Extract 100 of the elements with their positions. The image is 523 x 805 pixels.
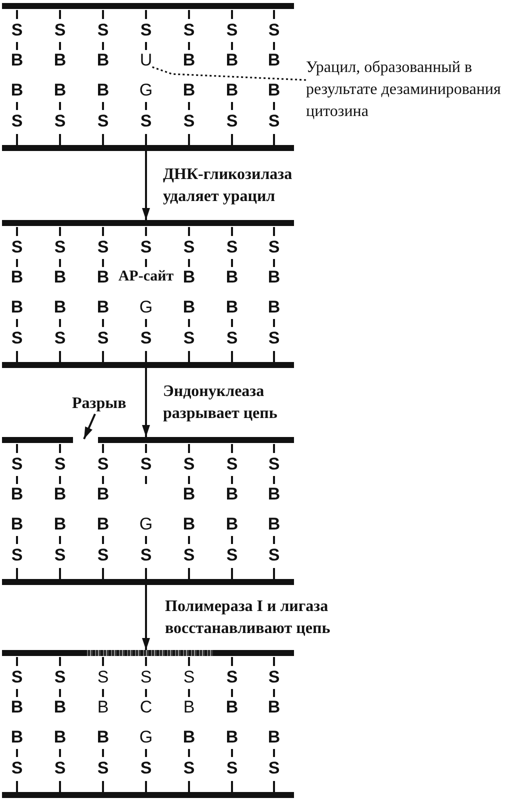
callout-text: Разрыв: [72, 394, 126, 414]
sugar-label: S: [54, 456, 66, 472]
base-label: B: [182, 268, 196, 286]
sugar-label: S: [268, 112, 280, 130]
sugar-label: S: [226, 22, 238, 38]
sugar-label: S: [54, 330, 66, 346]
sugar-label: S: [140, 330, 152, 346]
sugar-label: S: [140, 22, 152, 38]
base-label: B: [96, 82, 110, 98]
sugar-label: S: [11, 546, 23, 564]
base-label: B: [268, 698, 280, 716]
sugar-label: S: [268, 546, 280, 564]
base-label: B: [54, 268, 66, 286]
sugar-label: S: [97, 760, 109, 776]
sugar-label: S: [226, 760, 238, 776]
sugar-label: S: [140, 238, 152, 256]
sugar-label: S: [226, 112, 238, 130]
sugar-label: S: [268, 330, 280, 346]
base-label: B: [10, 82, 24, 98]
edge-label: Эндонуклеаза разрывает цепь: [163, 382, 278, 424]
sugar-label: S: [268, 456, 280, 472]
sugar-label: S: [183, 668, 195, 686]
sugar-label: S: [226, 668, 238, 686]
sugar-label: S: [11, 22, 23, 38]
base-label: B: [182, 298, 196, 316]
sugar-label: S: [226, 546, 238, 564]
base-label: B: [96, 52, 110, 68]
sugar-label: S: [11, 330, 23, 346]
sugar-label: S: [54, 668, 66, 686]
sugar-label: S: [140, 760, 152, 776]
base-label: B: [268, 486, 280, 502]
base-label: B: [10, 516, 24, 532]
arrow: [142, 151, 150, 220]
base-label: B: [10, 486, 24, 502]
sugar-label: S: [54, 546, 66, 564]
arrow: [142, 368, 150, 437]
base-label: B: [54, 298, 66, 316]
sugar-label: S: [97, 456, 109, 472]
base-label: B: [226, 52, 238, 68]
base-label: B: [268, 298, 280, 316]
sugar-label: S: [11, 760, 23, 776]
sugar-label: S: [54, 112, 66, 130]
sugar-label: S: [140, 112, 152, 130]
base-label: B: [54, 698, 66, 716]
base-label: B: [268, 728, 280, 746]
sugar-label: S: [183, 456, 195, 472]
base-label: B: [268, 268, 280, 286]
base-label: B: [226, 516, 238, 532]
sugar-label: S: [97, 330, 109, 346]
sugar-label: S: [183, 760, 195, 776]
base-label: B: [182, 52, 196, 68]
sugar-label: S: [97, 22, 109, 38]
sugar-label: S: [183, 238, 195, 256]
arrow: [142, 585, 150, 650]
sugar-label: S: [54, 238, 66, 256]
base-label: B: [226, 268, 238, 286]
base-label: B: [10, 698, 24, 716]
base-label: B: [10, 728, 24, 746]
base-label: B: [183, 698, 195, 716]
base-label: B: [10, 52, 24, 68]
base-label: B: [96, 486, 110, 502]
base-label: B: [226, 728, 238, 746]
base-label: B: [54, 82, 66, 98]
base-label: B: [96, 728, 110, 746]
sugar-label: S: [54, 22, 66, 38]
base-label: B: [96, 268, 110, 286]
base-label: B: [182, 486, 196, 502]
sugar-label: S: [140, 546, 152, 564]
edge-label: ДНК-гликозилаза удаляет урацил: [163, 165, 294, 207]
base-label: G: [139, 298, 153, 316]
base-label: B: [268, 516, 280, 532]
sugar-label: S: [183, 330, 195, 346]
base-label: B: [96, 516, 110, 532]
base-label: B: [268, 82, 280, 98]
base-label: B: [54, 516, 66, 532]
sugar-label: S: [268, 238, 280, 256]
base-label: G: [139, 728, 153, 746]
base-label: B: [226, 298, 238, 316]
leader-line: [152, 66, 306, 81]
site-label: AP-сайт: [118, 270, 174, 284]
base-label: B: [54, 728, 66, 746]
sugar-label: S: [11, 112, 23, 130]
base-label: B: [226, 698, 238, 716]
base-label: U: [140, 52, 152, 68]
sugar-label: S: [226, 456, 238, 472]
sugar-label: S: [97, 112, 109, 130]
sugar-label: S: [226, 330, 238, 346]
base-label: B: [96, 298, 110, 316]
sugar-label: S: [97, 668, 109, 686]
base-label: B: [226, 486, 238, 502]
sugar-label: S: [11, 238, 23, 256]
sugar-label: S: [140, 456, 152, 472]
sugar-label: S: [11, 456, 23, 472]
sugar-label: S: [183, 112, 195, 130]
sugar-label: S: [11, 668, 23, 686]
sugar-label: S: [268, 22, 280, 38]
base-label: B: [182, 516, 196, 532]
edge-label: Полимераза I и лигаза восстанавливают цепь: [165, 597, 332, 639]
sugar-label: S: [183, 22, 195, 38]
base-label: C: [140, 698, 152, 716]
